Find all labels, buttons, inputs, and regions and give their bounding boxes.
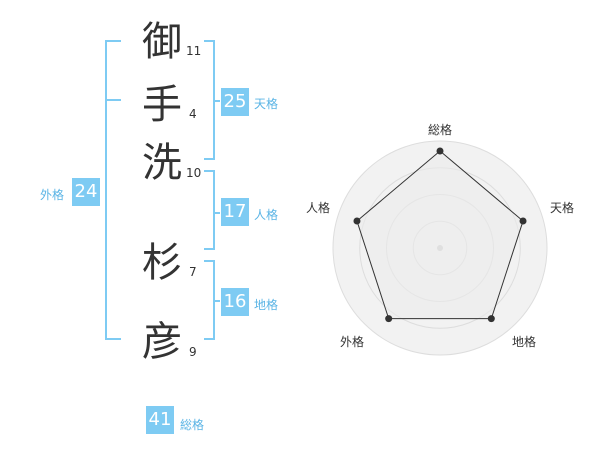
stroke-count-4: 7 (189, 265, 197, 279)
chikaku-bracket-tick (213, 300, 220, 302)
radar-point-4 (385, 315, 393, 323)
radar-point-1 (436, 147, 444, 155)
stroke-count-3: 10 (186, 166, 202, 180)
chikaku-bracket-bottom (204, 338, 215, 340)
radar-axis-label-soukaku: 総格 (428, 122, 452, 137)
radar-axis-label-jinkaku: 人格 (306, 200, 330, 215)
radar-point-2 (519, 217, 527, 225)
jinkaku-bracket-tick (213, 212, 220, 214)
chikaku-bracket-top (204, 260, 215, 262)
radar-grid-ring (332, 140, 548, 356)
name-char-2: 手 (142, 82, 182, 128)
tenkaku-bracket-top (204, 40, 215, 42)
chikaku-value-badge: 16 (221, 288, 249, 316)
stroke-count-1: 11 (186, 44, 202, 58)
radar-data-polygon (356, 150, 524, 320)
soukaku-value-badge: 41 (146, 406, 174, 434)
stroke-count-5: 9 (189, 345, 197, 359)
gaikaku-bracket-vertical (105, 40, 107, 340)
jinkaku-bracket-top (204, 170, 215, 172)
tenkaku-bracket-bottom (204, 158, 215, 160)
gaikaku-bracket-bottom (105, 338, 121, 340)
radar-axis-label-tenkaku: 天格 (550, 200, 574, 215)
name-char-5: 彦 (142, 319, 182, 365)
gaikaku-label: 外格 (40, 188, 65, 202)
soukaku-label: 総格 (180, 418, 205, 432)
tenkaku-label: 天格 (254, 97, 279, 111)
jinkaku-value-badge: 17 (221, 198, 249, 226)
jinkaku-bracket-bottom (204, 248, 215, 250)
tenkaku-bracket-tick (213, 100, 220, 102)
tenkaku-value-badge: 25 (221, 88, 249, 116)
name-char-4: 杉 (142, 240, 182, 286)
stroke-count-2: 4 (189, 107, 197, 121)
radar-axis-label-chikaku: 地格 (512, 334, 536, 349)
radar-point-5 (353, 217, 361, 225)
chikaku-label: 地格 (254, 298, 279, 312)
jinkaku-bracket-vertical (213, 170, 215, 250)
gaikaku-value-badge: 24 (72, 178, 100, 206)
radar-axis-label-gaikaku: 外格 (340, 334, 364, 349)
name-char-1: 御 (142, 19, 182, 65)
gaikaku-bracket-top (105, 40, 121, 42)
gaikaku-bracket-middle (105, 99, 121, 101)
jinkaku-label: 人格 (254, 208, 279, 222)
name-char-3: 洗 (142, 140, 182, 186)
radar-point-3 (487, 315, 495, 323)
